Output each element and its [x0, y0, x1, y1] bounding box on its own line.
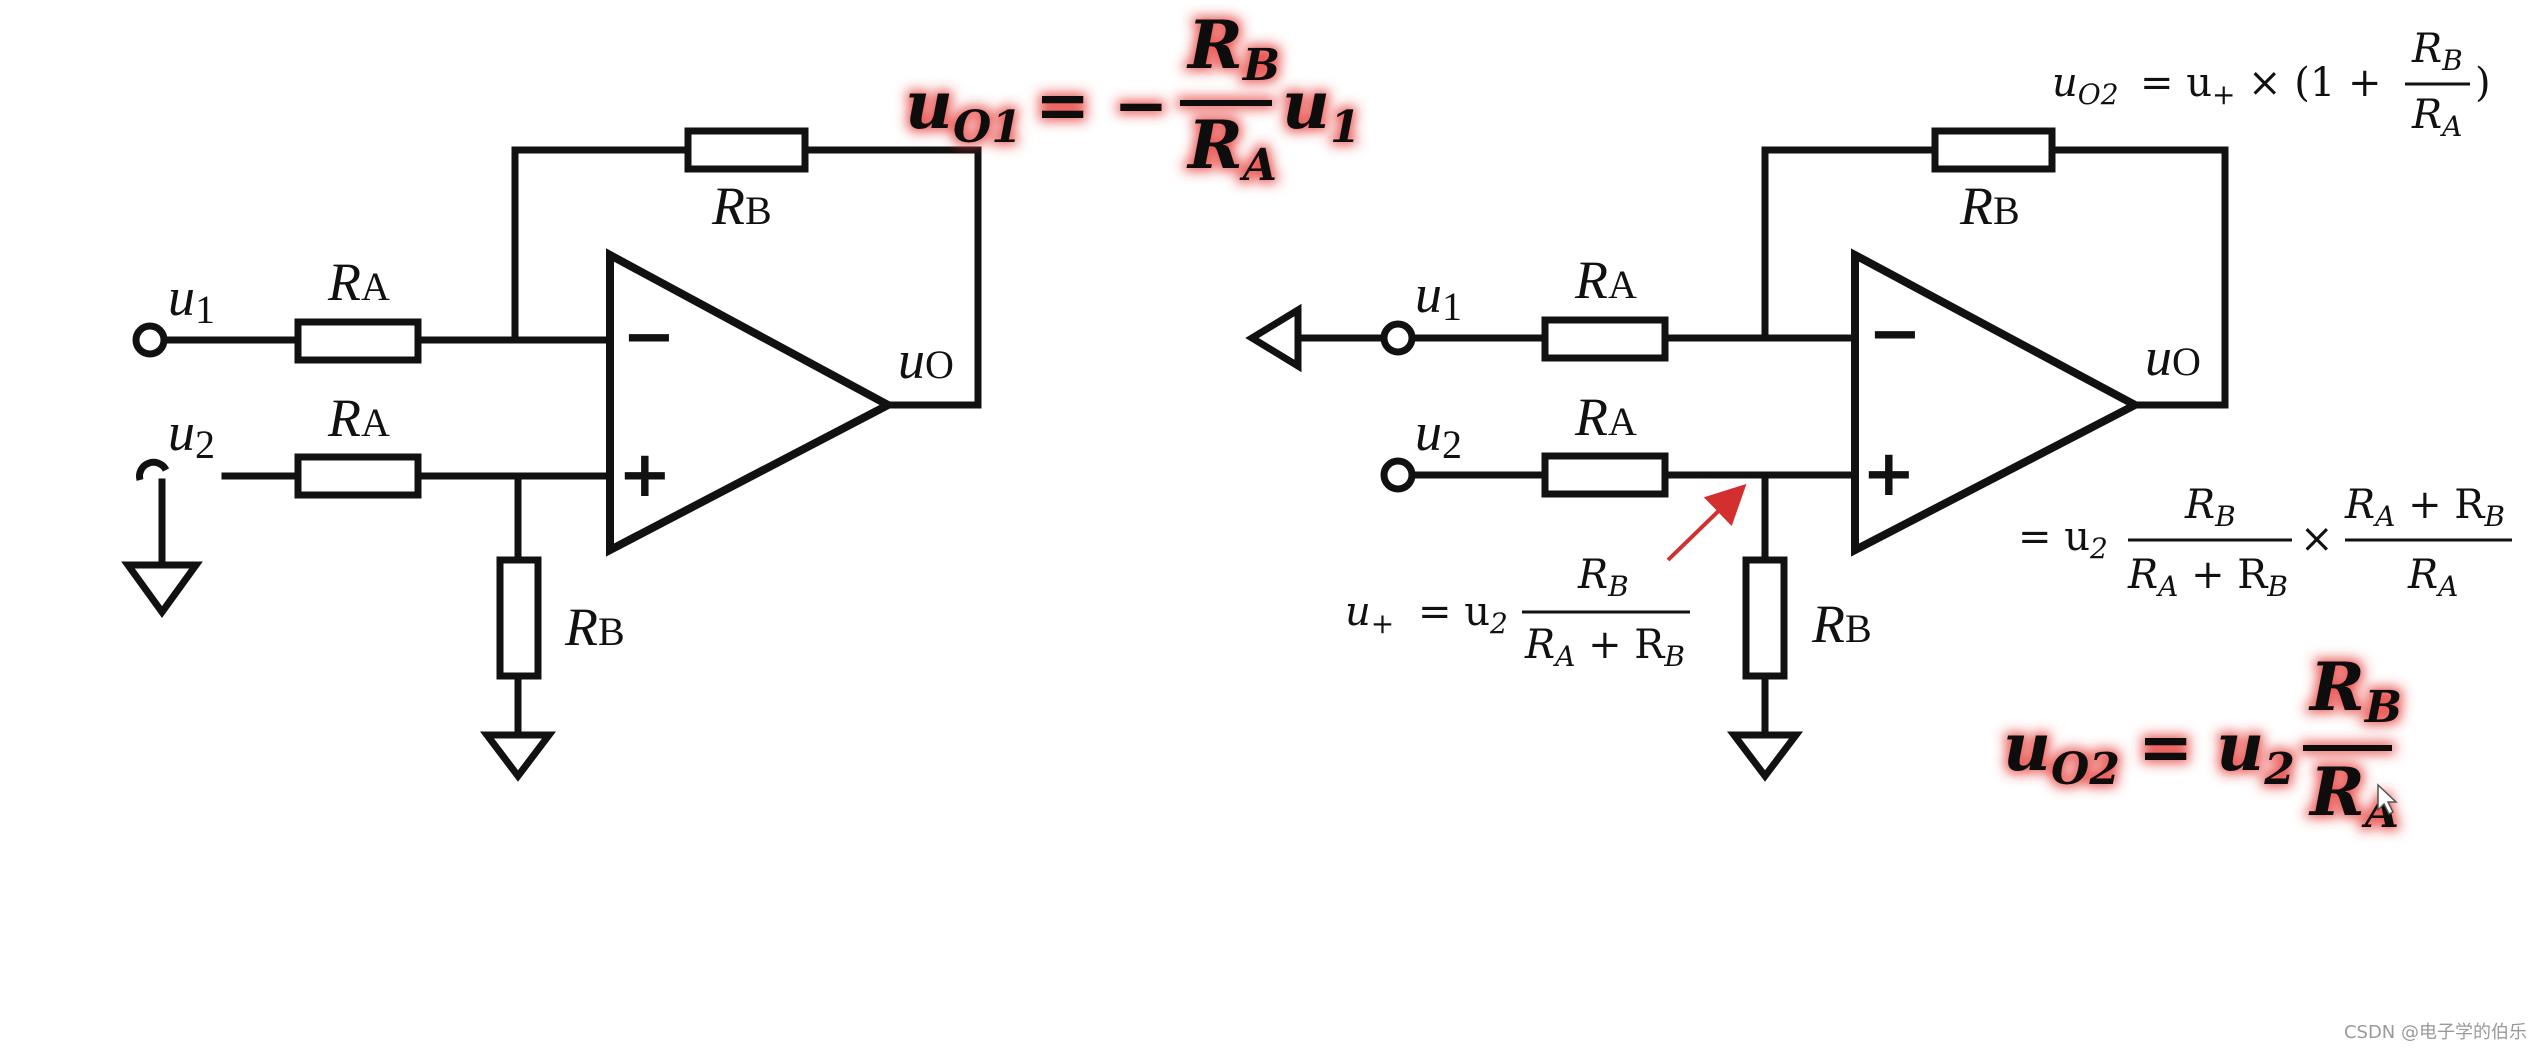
svg-text:uO2: uO2 — [2003, 708, 2120, 795]
svg-text:= u2: = u2 — [2138, 708, 2295, 795]
right-u2-label: u2 — [1415, 402, 1462, 467]
left-rb-feedback-label: RB — [711, 176, 772, 236]
equation-uo1: uO1 = − RB RA u1 — [905, 6, 1361, 191]
right-ra1-label: RA — [1574, 250, 1637, 310]
equation-uo2-expand: = u2 RB RA + RB × RA + RB RA — [2018, 482, 2512, 603]
left-resistor-rb-feedback — [684, 127, 809, 173]
svg-text:RB: RB — [2184, 482, 2236, 533]
equation-uo2-result: uO2 = u2 RB RA — [2003, 648, 2402, 838]
left-u2-label: u2 — [168, 402, 215, 467]
right-feedback-wire — [1761, 146, 2229, 409]
right-uo-label: uO — [2145, 327, 2201, 387]
svg-text:RB: RB — [2308, 648, 2402, 733]
svg-text:): ) — [2475, 60, 2491, 106]
left-minus-sign: − — [622, 300, 676, 374]
left-u2-ground-icon — [121, 561, 203, 618]
left-rb-ground-label: RB — [564, 597, 625, 657]
svg-text:RA + RB: RA + RB — [2344, 482, 2505, 533]
right-u2-terminal — [1380, 457, 1416, 493]
left-feedback-wire — [511, 146, 982, 409]
svg-text:= u+: = u+ — [2140, 60, 2235, 111]
left-circuit: − + u1 u2 RA RA RB RB uO uO1 = − RB RA u… — [121, 6, 1361, 782]
right-opamp-icon — [1851, 248, 2144, 557]
left-resistor-ra-1 — [294, 318, 422, 364]
svg-text:× (1 +: × (1 + — [2248, 60, 2382, 106]
equation-uo2-top: uO2 = u+ × (1 + RB RA ) — [2052, 26, 2491, 143]
svg-text:RB: RB — [2411, 26, 2463, 77]
svg-text:= u2: = u2 — [1418, 589, 1508, 640]
svg-text:= −: = − — [1035, 66, 1169, 144]
left-rb-ground-icon — [479, 731, 557, 782]
right-minus-sign: − — [1868, 297, 1922, 371]
mouse-cursor-icon — [2377, 783, 2398, 816]
svg-text:= u2: = u2 — [2018, 514, 2108, 565]
svg-text:u1: u1 — [1282, 66, 1361, 153]
right-resistor-rb-feedback — [1931, 127, 2056, 173]
right-u1-label: u1 — [1415, 264, 1462, 329]
svg-text:RA: RA — [2411, 92, 2462, 143]
right-rb-ground-icon — [1726, 731, 1804, 782]
left-ra2-label: RA — [327, 388, 390, 448]
left-uo-label: uO — [898, 330, 954, 390]
left-resistor-rb-ground — [496, 556, 542, 680]
right-plus-sign: + — [1862, 437, 1916, 511]
right-rb-feedback-label: RB — [1959, 176, 2020, 236]
right-resistor-rb-ground — [1742, 556, 1788, 680]
svg-text:×: × — [2300, 516, 2334, 562]
watermark-text: CSDN @电子学的伯乐 — [2344, 1022, 2527, 1043]
svg-text:RA: RA — [1186, 106, 1277, 191]
right-resistor-ra-1 — [1541, 316, 1669, 362]
right-rb-ground-label: RB — [1811, 594, 1872, 654]
svg-text:RA: RA — [2407, 552, 2458, 603]
svg-text:uO2: uO2 — [2052, 60, 2119, 111]
left-resistor-ra-2 — [294, 453, 422, 499]
left-plus-sign: + — [618, 438, 672, 512]
right-ra2-label: RA — [1574, 387, 1637, 447]
equation-u-plus: u+ = u2 RB RA + RB — [1345, 552, 1690, 673]
svg-text:RB: RB — [1186, 6, 1280, 91]
left-u1-label: u1 — [168, 267, 215, 332]
node-arrow-icon — [1666, 483, 1747, 562]
right-circuit: − + u1 u2 RA RA RB RB uO uO2 = u+ × (1 +… — [1245, 26, 2512, 838]
right-resistor-ra-2 — [1541, 452, 1669, 498]
left-ra1-label: RA — [327, 252, 390, 312]
svg-text:uO1: uO1 — [905, 66, 1022, 153]
svg-text:RA + RB: RA + RB — [2127, 552, 2288, 603]
left-u1-terminal — [132, 322, 168, 358]
right-u1-ground-icon — [1245, 303, 1302, 373]
svg-text:u+: u+ — [1345, 589, 1394, 640]
left-opamp-icon — [606, 248, 897, 557]
right-u1-terminal — [1380, 320, 1416, 356]
svg-text:RB: RB — [1577, 552, 1629, 603]
left-u2-terminal — [136, 458, 170, 481]
svg-text:RA + RB: RA + RB — [1524, 622, 1685, 673]
